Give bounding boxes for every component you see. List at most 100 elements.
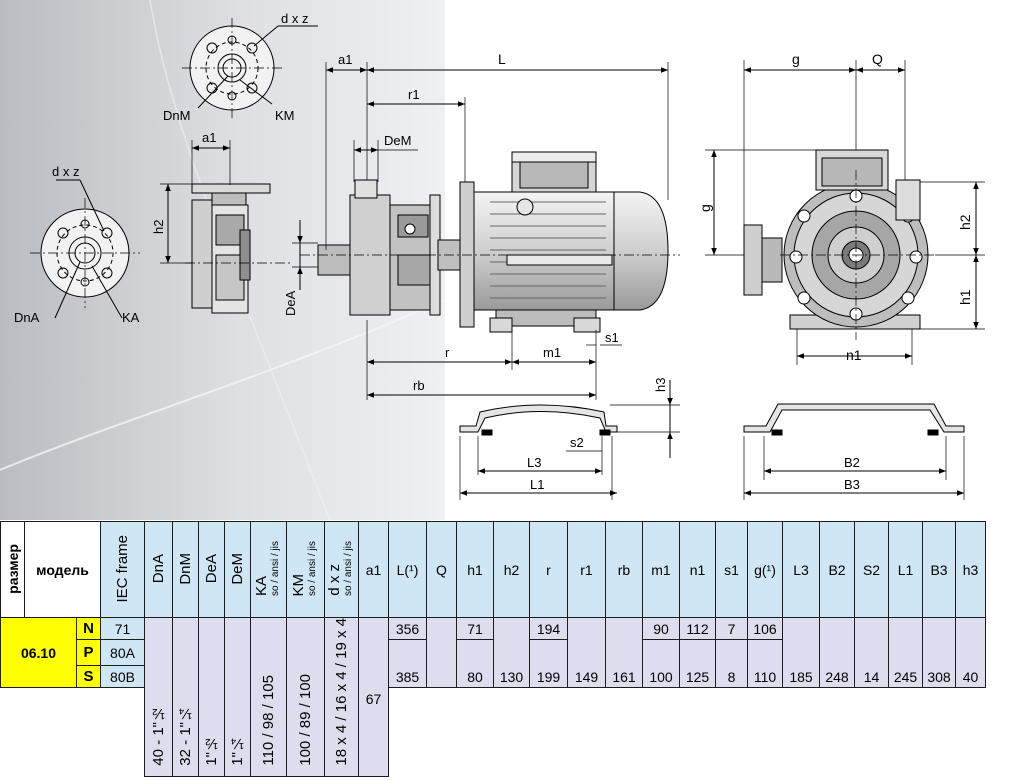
model-cell: N — [76, 617, 101, 640]
pump-DeM-label: DeM — [384, 133, 411, 148]
pump-a1-label: a1 — [338, 52, 352, 67]
g-PS-cell: 110 — [747, 638, 783, 689]
foot-L1-label: L1 — [530, 477, 544, 492]
g-N-cell: 106 — [747, 617, 783, 640]
header-dxz: d x zso / ansi / jis — [324, 521, 359, 618]
header-rb: rb — [605, 521, 643, 618]
h3-cell: 40 — [955, 616, 986, 689]
header-model: модель — [24, 521, 101, 618]
header-ka: KAso / ansi / jis — [250, 521, 287, 618]
suction-dn-label: DnA — [14, 310, 40, 325]
pump-side-view — [185, 183, 290, 314]
foot-L3-label: L3 — [527, 455, 541, 470]
model-cell: P — [76, 638, 101, 667]
L-N-cell: 356 — [388, 617, 427, 640]
s1-N-cell: 7 — [715, 617, 748, 640]
dem-cell: 1"¼ — [224, 617, 251, 777]
pump-L-label: L — [498, 51, 506, 67]
end-view-dimensions — [705, 60, 985, 365]
header-m1: m1 — [642, 521, 680, 618]
iec-cell: 80B — [100, 665, 145, 689]
r-PS-cell: 199 — [529, 638, 568, 689]
header-B2: B2 — [819, 521, 855, 618]
dnm-cell: 32 - 1"¼ — [172, 617, 199, 777]
a1-cell: 67 — [358, 617, 389, 777]
discharge-dn-label: DnM — [163, 108, 190, 123]
discharge-dxz-label: d x z — [281, 11, 308, 26]
r-N-cell: 194 — [529, 617, 568, 640]
L3-cell: 185 — [782, 616, 820, 689]
dea-cell: 1"½ — [198, 617, 225, 777]
iec-cell: 71 — [100, 617, 145, 640]
pump-DeA-label: DeA — [283, 290, 298, 316]
foot-view-right — [743, 403, 965, 436]
suction-dxz-label: d x z — [52, 164, 79, 179]
Q-cell — [426, 616, 457, 689]
S2-cell: 14 — [854, 616, 889, 689]
header-s1: s1 — [715, 521, 748, 618]
L1-cell: 245 — [888, 616, 923, 689]
end-h2-label: h2 — [957, 214, 973, 230]
foot-s2-label: s2 — [570, 435, 584, 450]
ka-cell: 110 / 98 / 105 — [250, 617, 287, 777]
foot-right-dimensions — [743, 436, 965, 500]
model-cell: S — [76, 665, 101, 689]
h1-PS-cell: 80 — [456, 638, 494, 689]
pump-rb-label: rb — [413, 378, 425, 393]
pump-view-dimensions — [292, 62, 669, 400]
L-PS-cell: 385 — [388, 638, 427, 689]
foot-left-dimensions — [459, 380, 680, 500]
m1-PS-cell: 100 — [642, 638, 680, 689]
header-dem: DeM — [224, 521, 251, 618]
header-size: размер — [0, 521, 25, 618]
n1-PS-cell: 125 — [679, 638, 716, 689]
rb-cell: 161 — [605, 616, 643, 689]
header-L1: L1 — [888, 521, 923, 618]
suction-flange-view — [30, 179, 140, 319]
foot-view-left — [459, 404, 618, 436]
end-n1-label: n1 — [846, 347, 862, 363]
pump-m1-label: m1 — [543, 345, 561, 360]
table-row: P 80A 385 80 199 100 125 8 110 — [1, 638, 986, 689]
size-cell: 06.10 — [0, 616, 77, 689]
header-n1: n1 — [679, 521, 716, 618]
header-L: L(¹) — [388, 521, 427, 618]
header-r: r — [529, 521, 568, 618]
r1-cell: 149 — [567, 616, 606, 689]
header-r1: r1 — [567, 521, 606, 618]
side-view-dimensions — [160, 140, 231, 264]
discharge-flange-view — [182, 18, 318, 118]
header-h2: h2 — [493, 521, 530, 618]
table-row: 06.10 N 71 40 - 1"½ 32 - 1"¼ 1"½ 1"¼ 110… — [0, 616, 986, 777]
header-iec: IEC frame — [100, 521, 145, 618]
header-B3: B3 — [922, 521, 956, 618]
table-row: S 80B — [1, 665, 986, 689]
side-a1-label: a1 — [202, 130, 216, 145]
foot-h3-label: h3 — [653, 378, 668, 392]
end-Q-label: Q — [872, 51, 883, 67]
header-a1: a1 — [358, 521, 389, 618]
header-S2: S2 — [854, 521, 889, 618]
header-dea: DeA — [198, 521, 225, 618]
pump-end-view — [743, 149, 935, 340]
B3-cell: 308 — [922, 616, 956, 689]
pump-motor-view — [300, 151, 680, 333]
B2-cell: 248 — [819, 616, 855, 689]
h2-cell: 130 — [493, 616, 530, 689]
pump-r-label: r — [445, 345, 450, 360]
iec-cell: 80A — [100, 638, 145, 667]
h1-N-cell: 71 — [456, 617, 494, 640]
end-g-side-label: g — [697, 204, 713, 212]
dimensions-table: размер модель IEC frame DnA DnM DeA DeM … — [0, 521, 986, 777]
km-cell: 100 / 89 / 100 — [286, 617, 325, 777]
header-Q: Q — [426, 521, 457, 618]
header-g: g(¹) — [747, 521, 783, 618]
n1-N-cell: 112 — [679, 617, 716, 640]
technical-drawing: d x z DnM KM d x z DnA KA a — [0, 0, 985, 520]
header-h3: h3 — [955, 521, 986, 618]
dxz-cell: 18 x 4 / 16 x 4 / 19 x 4 — [324, 617, 359, 777]
suction-k-label: KA — [122, 310, 140, 325]
pump-s1-label: s1 — [605, 330, 619, 345]
end-g-top-label: g — [792, 51, 800, 67]
pump-r1-label: r1 — [408, 87, 420, 102]
